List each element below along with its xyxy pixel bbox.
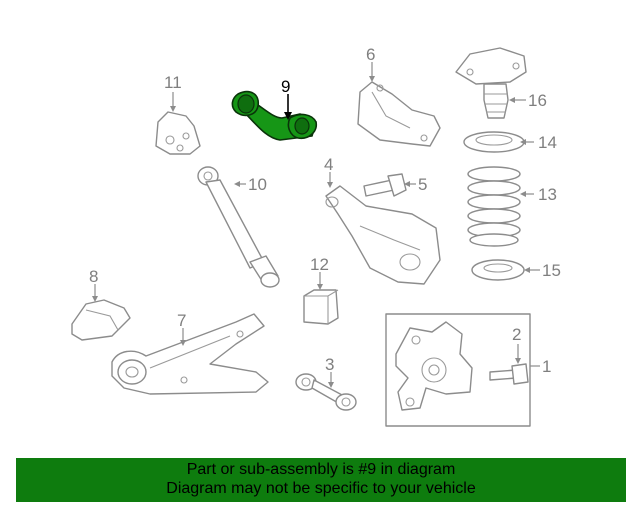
callout-2: 2: [512, 325, 521, 344]
part-13-spring[interactable]: [467, 166, 521, 247]
banner-line-1: Part or sub-assembly is #9 in diagram: [186, 461, 456, 478]
callout-7: 7: [177, 311, 186, 330]
part-2-bolt[interactable]: [489, 363, 529, 385]
callout-10: 10: [248, 175, 267, 194]
part-8-pad[interactable]: [71, 299, 131, 341]
callout-3: 3: [325, 355, 334, 374]
part-4-arm[interactable]: [325, 185, 441, 285]
part-1-knuckle[interactable]: [395, 321, 473, 411]
callout-4: 4: [324, 155, 333, 174]
callout-15: 15: [542, 261, 561, 280]
part-3-link[interactable]: [295, 373, 357, 411]
part-15-lower-seat[interactable]: [471, 259, 525, 281]
part-6-cover[interactable]: [357, 81, 441, 147]
parts-diagram: 9 11 10 6 16: [71, 45, 561, 427]
part-9-arm[interactable]: [231, 90, 318, 141]
callout-5: 5: [418, 175, 427, 194]
callout-8: 8: [89, 267, 98, 286]
part-12-block[interactable]: [303, 289, 339, 325]
part-14-seat[interactable]: [463, 131, 525, 153]
callout-13: 13: [538, 185, 557, 204]
part-10-shock[interactable]: [197, 166, 280, 288]
part-5-bolt[interactable]: [363, 173, 407, 197]
callout-9: 9: [281, 77, 290, 96]
info-banner: Part or sub-assembly is #9 in diagram Di…: [16, 458, 626, 502]
callout-12: 12: [310, 255, 329, 274]
callout-11: 11: [164, 73, 182, 92]
part-16-mount[interactable]: [455, 47, 527, 119]
callout-16: 16: [528, 91, 547, 110]
callout-14: 14: [538, 133, 557, 152]
part-7-trailing-arm[interactable]: [111, 313, 269, 395]
callout-6: 6: [366, 45, 375, 64]
part-11-bracket[interactable]: [155, 111, 201, 155]
callout-1: 1: [542, 357, 551, 376]
banner-line-2: Diagram may not be specific to your vehi…: [166, 480, 476, 497]
